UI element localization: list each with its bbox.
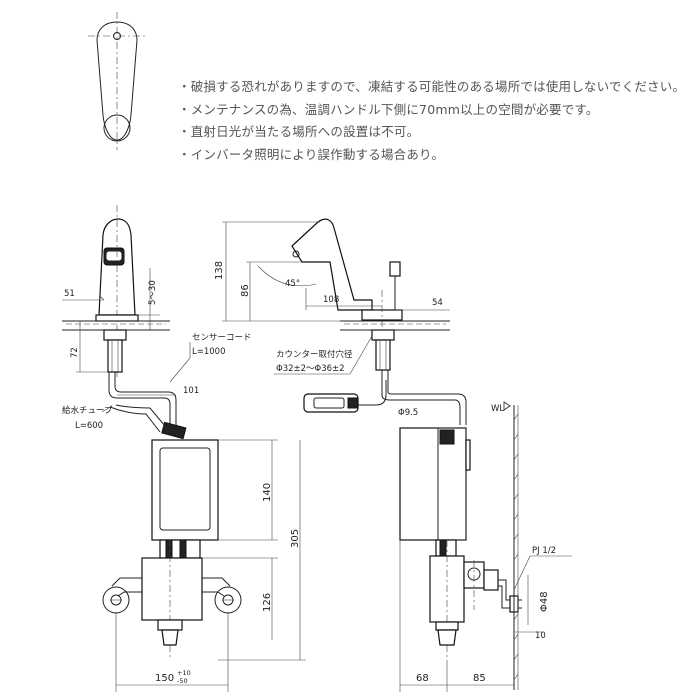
dim-108: 108 bbox=[323, 295, 339, 305]
dim-72: 72 bbox=[70, 347, 80, 358]
dim-phi9-5: Φ9.5 bbox=[398, 408, 418, 418]
sensor-cord-label: センサーコード bbox=[192, 333, 252, 343]
dim-54: 54 bbox=[432, 298, 443, 308]
sensor-cord-length: L=1000 bbox=[192, 347, 226, 357]
counter-hole-dia: Φ32±2〜Φ36±2 bbox=[276, 364, 345, 374]
dim-305: 305 bbox=[290, 529, 301, 548]
caution-notes: ・破損する恐れがありますので、凍結する可能性のある場所では使用しないでください。… bbox=[178, 76, 693, 166]
dim-126: 126 bbox=[262, 593, 273, 612]
dim-150-minus: -50 bbox=[177, 677, 188, 685]
note-4: ・インバータ照明により誤作動する場合あり。 bbox=[178, 146, 445, 162]
dim-138: 138 bbox=[214, 261, 225, 280]
note-3: ・直射日光が当たる場所への設置は不可。 bbox=[178, 124, 420, 139]
front-view bbox=[62, 205, 242, 660]
dim-10: 10 bbox=[535, 631, 546, 641]
top-view bbox=[88, 12, 146, 150]
dim-140: 140 bbox=[262, 483, 273, 502]
dim-phi48: Φ48 bbox=[539, 591, 550, 612]
wl-label: WL bbox=[491, 404, 504, 414]
dim-85: 85 bbox=[473, 673, 486, 684]
dim-51: 51 bbox=[64, 289, 75, 299]
dim-5-30: 5〜30 bbox=[148, 280, 158, 305]
side-dimensions: 138 86 45° 108 54 カウンター取付穴径 Φ32±2〜Φ36±2 … bbox=[214, 221, 572, 692]
dim-86: 86 bbox=[240, 284, 251, 297]
supply-tube-length: L=600 bbox=[75, 421, 103, 431]
dim-150-plus: +10 bbox=[177, 669, 191, 677]
front-dimensions: 51 5〜30 72 101 センサーコード L=1000 給水チューブ L=6… bbox=[62, 268, 306, 692]
side-view bbox=[291, 218, 522, 690]
dim-45deg: 45° bbox=[285, 279, 300, 289]
supply-tube-label: 給水チューブ bbox=[62, 405, 113, 416]
counter-hole-label: カウンター取付穴径 bbox=[276, 349, 353, 360]
dim-101: 101 bbox=[183, 386, 199, 396]
note-2: ・メンテナンスの為、温調ハンドル下側に70mm以上の空間が必要です。 bbox=[178, 101, 599, 117]
dim-68: 68 bbox=[416, 673, 429, 684]
pj-label: PJ 1/2 bbox=[532, 546, 556, 556]
dim-150: 150 bbox=[155, 673, 174, 684]
note-1: ・破損する恐れがありますので、凍結する可能性のある場所では使用しないでください。 bbox=[178, 79, 686, 94]
